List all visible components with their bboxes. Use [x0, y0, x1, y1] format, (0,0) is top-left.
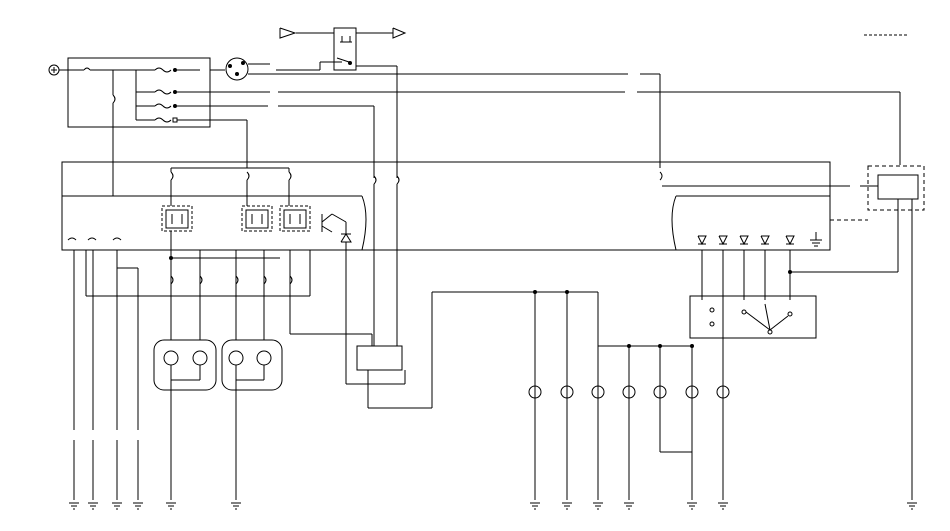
- ground-symbols: [69, 503, 917, 509]
- harness-wires: [113, 58, 900, 196]
- ground-icon: [718, 503, 728, 509]
- ground-icon: [133, 503, 143, 509]
- ground-icon: [166, 503, 176, 509]
- right-module: [790, 166, 924, 500]
- ground-icon: [593, 503, 603, 509]
- top-relay: [280, 28, 405, 70]
- ground-icon: [69, 503, 79, 509]
- ground-icon: [907, 503, 917, 509]
- diode-array: [698, 232, 822, 300]
- ground-icon: [112, 503, 122, 509]
- ground-icon: [687, 503, 697, 509]
- control-unit: [62, 162, 878, 370]
- ground-icon: [562, 503, 572, 509]
- switch-panel: [690, 296, 816, 338]
- ground-icon: [231, 503, 241, 509]
- fuse-box: [49, 58, 210, 127]
- ground-icon: [88, 503, 98, 509]
- ground-icon: [624, 503, 634, 509]
- ground-icon: [530, 503, 540, 509]
- lower-wiring: [74, 184, 792, 500]
